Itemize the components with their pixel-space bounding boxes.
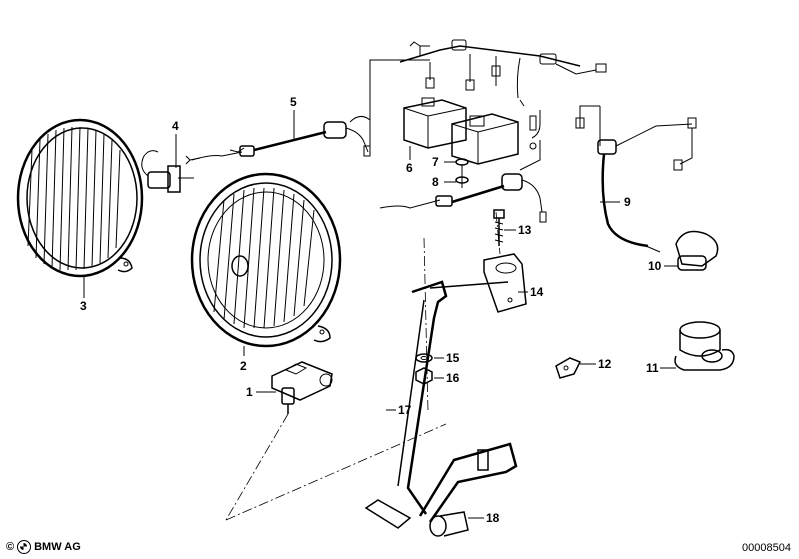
cable-right (575, 105, 697, 253)
nut-screw-7-8 (455, 158, 469, 188)
copyright-symbol: © (6, 541, 15, 553)
bulb-part (141, 150, 194, 193)
screw-18 (429, 511, 469, 537)
clip-12 (555, 357, 582, 379)
bracket-plate-14 (483, 253, 527, 313)
callout-10: 10 (648, 259, 662, 273)
wiring-harness (369, 39, 607, 150)
callout-15: 15 (446, 351, 460, 365)
relay-units (403, 97, 519, 165)
callout-7: 7 (432, 155, 439, 169)
switch-knob-10 (675, 230, 719, 271)
callout-12: 12 (598, 357, 612, 371)
callout-8: 8 (432, 175, 439, 189)
callout-13: 13 (518, 223, 532, 237)
callout-16: 16 (446, 371, 460, 385)
fog-lamp-left (16, 118, 144, 278)
switch-housing-11 (674, 321, 735, 371)
cable-lower (379, 140, 547, 223)
callout-14: 14 (530, 285, 544, 299)
callout-3: 3 (80, 299, 87, 313)
bmw-logo-icon (17, 540, 32, 554)
assembly-lines (225, 211, 501, 521)
callout-17: 17 (398, 403, 412, 417)
callout-11: 11 (646, 361, 659, 375)
callout-2: 2 (240, 359, 247, 373)
support-arm (364, 280, 518, 529)
callout-6: 6 (406, 161, 413, 175)
brand-footer: © BMW AG (6, 540, 81, 554)
document-number: 00008504 (742, 542, 791, 554)
bolt-13 (493, 209, 505, 246)
cable-upper (185, 116, 371, 165)
washer-nut-15-16 (415, 353, 433, 385)
callout-4: 4 (172, 119, 179, 133)
callout-1: 1 (246, 385, 253, 399)
callout-18: 18 (486, 511, 500, 525)
lamp-mount (271, 361, 333, 414)
callout-5: 5 (290, 95, 297, 109)
callout-9: 9 (624, 195, 631, 209)
fog-lamp-main (190, 172, 342, 348)
brand-name: BMW AG (34, 541, 81, 553)
